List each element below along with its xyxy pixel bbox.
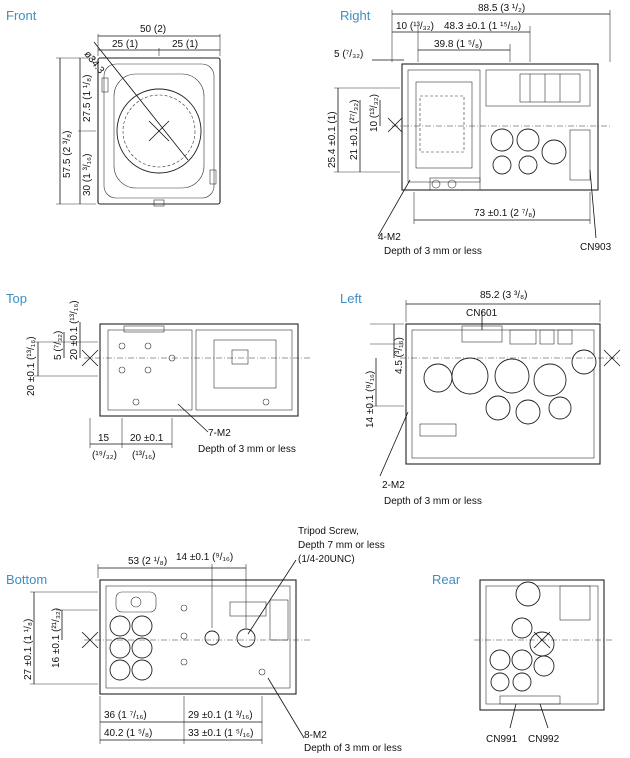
left-overall: 85.2 (3 ³/₈) (480, 290, 528, 301)
top-v-b: 5 (⁷/₃₂) (53, 331, 64, 360)
right-v-c: 25.4 ±0.1 (1) (327, 111, 338, 168)
right-connector: CN903 (580, 242, 612, 253)
bottom-v-b: 16 ±0.1 (²¹/₃₂) (51, 608, 62, 668)
left-screw: 2-M2 (382, 480, 405, 491)
front-title: Front (6, 8, 37, 23)
front-bezel (103, 63, 215, 199)
top-view: Top 20 ±0.1 (¹³/₁₆) 5 (⁷/₃₂) 20 ±0.1 (¹³… (6, 291, 310, 461)
top-body (99, 323, 299, 417)
bottom-view: Bottom 53 (2 ¹/₈) 14 ±0.1 (⁹/₁₆) Tripod … (6, 526, 402, 754)
right-dim-d: 5 (⁷/₃₂) (334, 49, 363, 60)
left-depth: Depth of 3 mm or less (384, 496, 482, 507)
bottom-screw: 8-M2 (304, 730, 327, 741)
front-height-lower: 30 (1 ³/₁₆) (82, 154, 93, 196)
right-depth: Depth of 3 mm or less (384, 246, 482, 257)
bottom-h-d: 33 ±0.1 (1 ⁵/₁₆) (188, 728, 253, 739)
bottom-top-a: 53 (2 ¹/₈) (128, 556, 167, 567)
bottom-tripod-3: (1/4-20UNC) (298, 554, 355, 565)
right-view: Right 88.5 (3 ¹/₂) 10 (¹³/₃₂) 48.3 ±0.1 … (327, 3, 612, 257)
right-dim-c: 39.8 (1 ⁵/₈) (434, 39, 482, 50)
top-depth: Depth of 3 mm or less (198, 444, 296, 455)
bottom-h-c: 40.2 (1 ⁵/₈) (104, 728, 152, 739)
front-height-upper: 27.5 (1 ¹/₈) (82, 75, 93, 123)
front-height-total: 57.5 (2 ³/₈) (62, 131, 73, 179)
bottom-body (99, 579, 297, 695)
front-lens-inner (122, 94, 196, 168)
top-h-b: 20 ±0.1 (130, 433, 164, 444)
right-v-b: 21 ±0.1 (²⁷/₃₂) (349, 100, 360, 160)
left-v-b: 14 ±0.1 (⁹/₁₆) (365, 371, 376, 428)
front-view: Front ø34.3 50 (2) 25 (1) 25 (1) 57.5 (2… (6, 8, 221, 207)
top-h-b-frac: (¹³/₁₆) (132, 450, 156, 461)
bottom-v-a: 27 ±0.1 (1 ¹/₈) (23, 619, 34, 680)
bottom-title: Bottom (6, 572, 47, 587)
front-diameter-line (93, 41, 189, 161)
top-screw: 7-M2 (208, 428, 231, 439)
bottom-depth: Depth of 3 mm or less (304, 743, 402, 754)
front-inner (113, 73, 205, 189)
bottom-tripod-1: Tripod Screw, (298, 526, 359, 537)
right-dim-b: 48.3 ±0.1 (1 ¹⁵/₁₆) (444, 21, 521, 32)
right-dim-a: 10 (¹³/₃₂) (396, 21, 434, 32)
left-body (405, 323, 601, 465)
top-v-a: 20 ±0.1 (¹³/₁₆) (69, 300, 80, 360)
rear-cn-b: CN992 (528, 734, 560, 745)
left-connector: CN601 (466, 308, 498, 319)
top-h-a: 15 (98, 433, 110, 444)
rear-title: Rear (432, 572, 461, 587)
front-width-right: 25 (1) (172, 39, 198, 50)
bottom-tripod-2: Depth 7 mm or less (298, 540, 385, 551)
left-view: Left 85.2 (3 ³/₈) CN601 4.5 (³/₁₆) 14 ± (340, 290, 621, 507)
rear-cn-a: CN991 (486, 734, 518, 745)
left-v-a: 4.5 (³/₁₆) (394, 337, 405, 374)
right-bottom: 73 ±0.1 (2 ⁷/₈) (474, 208, 536, 219)
right-overall: 88.5 (3 ¹/₂) (478, 3, 525, 14)
bottom-top-b: 14 ±0.1 (⁹/₁₆) (176, 552, 233, 563)
left-title: Left (340, 291, 362, 306)
top-title: Top (6, 291, 27, 306)
rear-view: Rear CN991 CN992 (432, 572, 612, 745)
front-width-total: 50 (2) (140, 24, 166, 35)
bottom-h-b: 29 ±0.1 (1 ³/₁₆) (188, 710, 253, 721)
right-title: Right (340, 8, 371, 23)
front-width-left: 25 (1) (112, 39, 138, 50)
top-h-a-frac: (¹⁹/₃₂) (92, 450, 117, 461)
tripod-screw-hole (236, 628, 256, 648)
top-v-c: 20 ±0.1 (¹³/₁₆) (26, 336, 37, 396)
bottom-h-a: 36 (1 ⁷/₁₆) (104, 710, 147, 721)
right-v-a: 10 (¹³/₃₂) (369, 94, 380, 132)
right-screw: 4-M2 (378, 232, 401, 243)
